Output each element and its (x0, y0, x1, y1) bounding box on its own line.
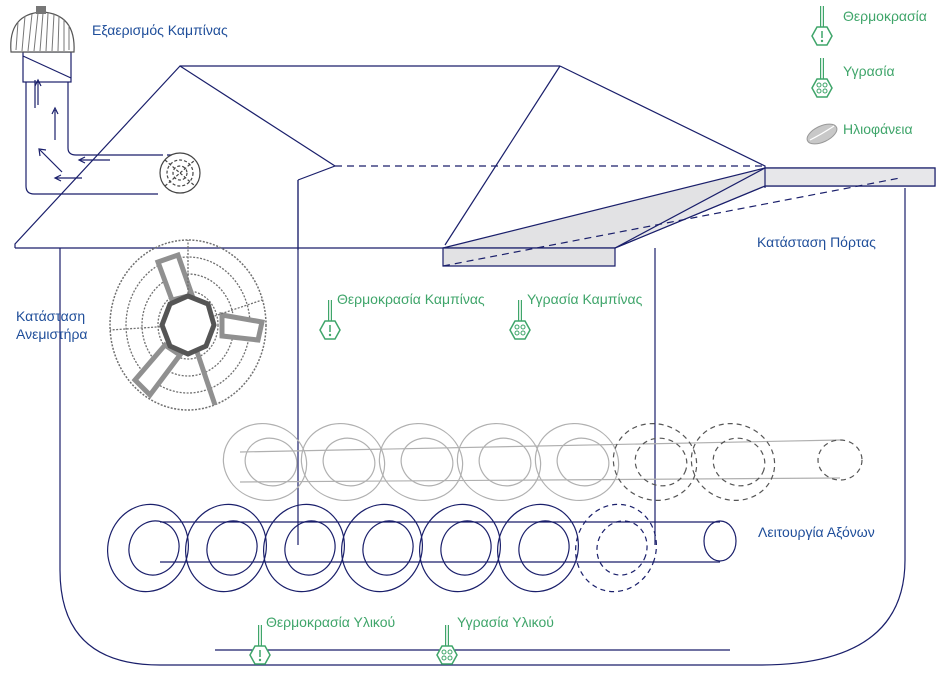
legend-temperature-icon (812, 6, 832, 45)
material-humidity-sensor (437, 625, 457, 664)
auger-front-flight (408, 494, 511, 602)
legend-humidity-label: Υγρασία (843, 62, 895, 80)
auger-front-flight (486, 494, 589, 602)
auger-front-flight (174, 494, 277, 602)
roof-ventilator (11, 6, 74, 52)
door (443, 168, 935, 266)
legend-sunlight-label: Ηλιοφάνεια (843, 120, 913, 138)
inlet-fan (160, 153, 200, 193)
legend-humidity-icon (812, 58, 832, 97)
legend-sunlight-icon (804, 120, 840, 148)
roof-ventilation-label: Εξαερισμός Καμπίνας (92, 21, 228, 39)
fan-state-label: Κατάσταση Ανεμιστήρα (16, 307, 126, 343)
legend-temperature-label: Θερμοκρασία (843, 7, 927, 25)
axes-operation-label: Λειτουργία Αξόνων (758, 523, 875, 541)
wall-fan (110, 240, 266, 410)
material-humidity-label: Υγρασία Υλικού (457, 613, 554, 631)
cabin-temperature-label: Θερμοκρασία Καμπίνας (337, 290, 485, 308)
auger-front-flight (564, 494, 667, 602)
exhaust-assembly (23, 52, 158, 194)
door-state-label: Κατάσταση Πόρτας (757, 233, 876, 251)
auger-back (213, 413, 862, 511)
cabin-humidity-label: Υγρασία Καμπίνας (527, 290, 642, 308)
auger-front-flight (252, 494, 355, 602)
airflow-arrows (35, 80, 175, 181)
auger-front (96, 494, 736, 602)
material-temperature-label: Θερμοκρασία Υλικού (266, 613, 395, 631)
auger-front-flight (330, 494, 433, 602)
auger-front-flight (96, 494, 199, 602)
